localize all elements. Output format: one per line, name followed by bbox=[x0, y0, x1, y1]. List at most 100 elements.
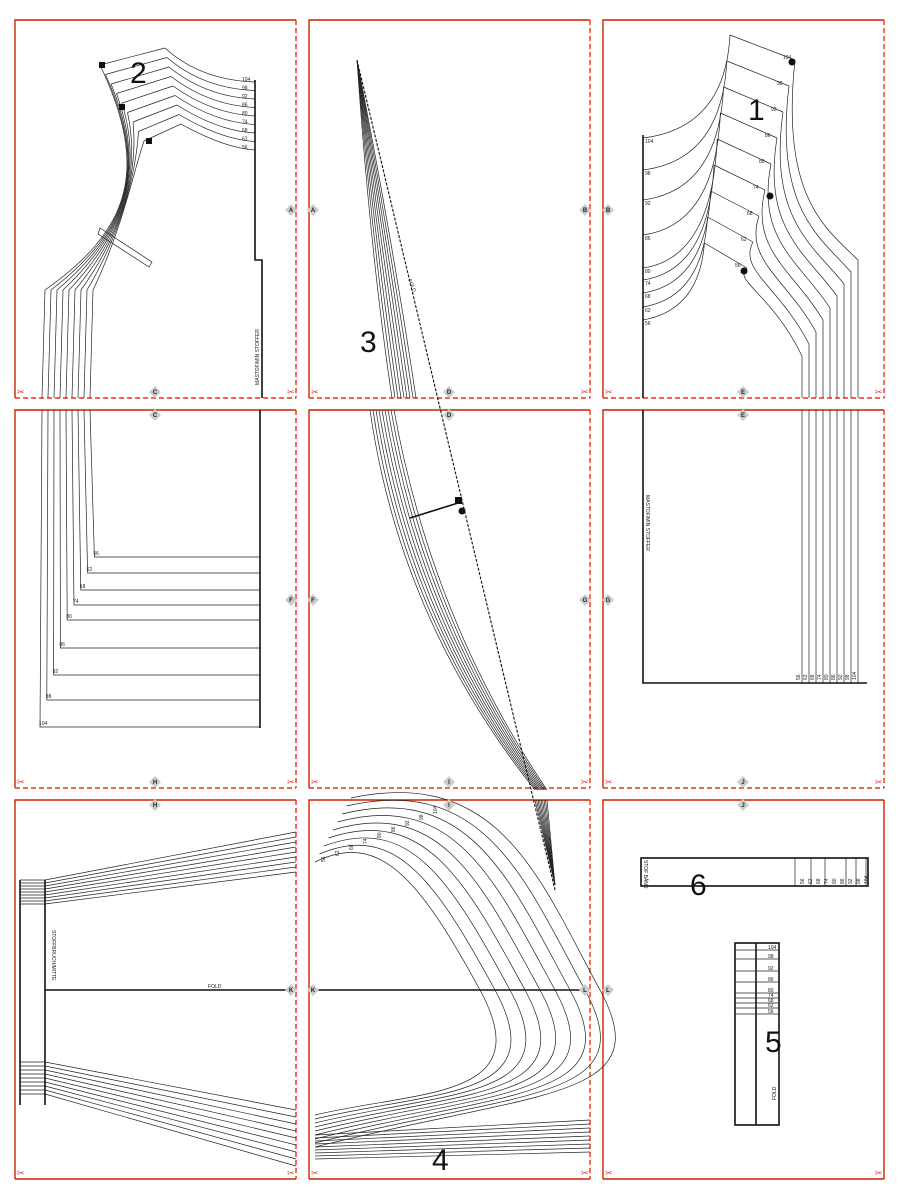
piece-number-6: 6 bbox=[690, 869, 707, 902]
size-label: 62 bbox=[335, 850, 341, 856]
pattern-line bbox=[314, 807, 586, 1140]
pattern-line bbox=[77, 121, 135, 399]
pattern-line bbox=[83, 409, 260, 574]
pattern-line bbox=[779, 111, 845, 398]
pattern-line bbox=[369, 409, 536, 791]
page-marker bbox=[443, 799, 455, 811]
page-border-solid bbox=[602, 799, 884, 1179]
page-marker bbox=[579, 594, 591, 606]
page-marker bbox=[149, 386, 161, 398]
size-label: 74 bbox=[817, 674, 823, 680]
page-marker-label: F bbox=[289, 598, 293, 604]
pattern-line bbox=[642, 86, 724, 201]
size-label: 92 bbox=[405, 820, 411, 826]
pattern-line bbox=[314, 844, 512, 1120]
size-label: 56 bbox=[735, 263, 741, 269]
pattern-line bbox=[121, 85, 174, 104]
pattern-line bbox=[642, 34, 731, 139]
piece6-outline bbox=[640, 857, 869, 887]
pattern-line bbox=[105, 57, 168, 75]
pattern-line bbox=[314, 852, 497, 1116]
page-marker-label: B bbox=[583, 208, 588, 214]
notch-square bbox=[119, 104, 125, 110]
pattern-line bbox=[178, 114, 256, 142]
pattern-line bbox=[642, 216, 708, 308]
size-label: 74 bbox=[242, 120, 248, 126]
size-label: 80 bbox=[645, 269, 651, 275]
pattern-line bbox=[132, 104, 178, 123]
page-marker-label: J bbox=[741, 803, 744, 809]
pattern-line bbox=[20, 1085, 297, 1153]
pattern-line bbox=[390, 409, 546, 791]
pattern-line bbox=[791, 59, 859, 398]
fold-label-piece3: FOLD bbox=[406, 278, 417, 293]
size-label: 74 bbox=[363, 838, 369, 844]
pattern-line bbox=[110, 66, 170, 85]
pattern-line bbox=[176, 104, 256, 134]
page-border-solid bbox=[602, 19, 884, 398]
cut-mark: ✂ bbox=[311, 777, 319, 787]
size-label: 56 bbox=[242, 145, 248, 151]
size-label: 62 bbox=[242, 137, 248, 143]
size-label: 74 bbox=[73, 599, 79, 605]
size-label: 68 bbox=[816, 878, 822, 884]
cut-mark: ✂ bbox=[581, 387, 589, 397]
notch-dot bbox=[766, 192, 774, 200]
pattern-line bbox=[356, 59, 408, 399]
notch-dot bbox=[788, 58, 796, 66]
size-label: 104 bbox=[864, 875, 870, 884]
pattern-line bbox=[20, 1089, 297, 1160]
page-marker bbox=[737, 776, 749, 788]
size-label: 56 bbox=[768, 1009, 774, 1015]
pattern-line bbox=[710, 190, 760, 217]
cut-mark: ✂ bbox=[581, 777, 589, 787]
pattern-line bbox=[704, 242, 748, 269]
size-label: 62 bbox=[803, 674, 809, 680]
pattern-line bbox=[89, 140, 145, 399]
page-border-solid bbox=[308, 409, 590, 788]
size-label: 68 bbox=[349, 844, 355, 850]
pattern-line bbox=[356, 59, 414, 399]
page-border-solid bbox=[14, 799, 296, 1179]
page-marker bbox=[737, 409, 749, 421]
pattern-line bbox=[372, 409, 537, 791]
size-label: 74 bbox=[824, 878, 830, 884]
pattern-line bbox=[53, 83, 129, 399]
pattern-line bbox=[642, 60, 728, 171]
page-marker-label: I bbox=[448, 780, 450, 786]
pattern-line bbox=[314, 1151, 591, 1160]
size-label: 92 bbox=[53, 669, 59, 675]
pattern-line bbox=[314, 1147, 591, 1157]
pattern-line bbox=[314, 1127, 591, 1142]
pattern-line bbox=[89, 409, 260, 558]
piece-number-5: 5 bbox=[765, 1026, 782, 1059]
pattern-line bbox=[356, 59, 405, 399]
size-label: 98 bbox=[419, 814, 425, 820]
size-label: 80 bbox=[242, 111, 248, 117]
page-marker-label: K bbox=[311, 988, 316, 994]
pattern-line bbox=[384, 409, 543, 791]
page-marker bbox=[602, 594, 614, 606]
size-label: 80 bbox=[759, 159, 765, 165]
cut-mark: ✂ bbox=[605, 387, 613, 397]
pattern-line bbox=[713, 164, 766, 191]
size-label: 98 bbox=[242, 86, 248, 92]
page-tiles: ✂✂✂✂✂✂✂✂✂✂✂✂✂✂✂✂✂✂ bbox=[14, 19, 885, 1180]
pattern-line bbox=[65, 102, 131, 399]
pattern-line bbox=[170, 76, 256, 108]
pattern-line bbox=[59, 409, 260, 649]
pattern-line bbox=[65, 409, 260, 621]
size-label: 62 bbox=[768, 1003, 774, 1009]
page-marker bbox=[307, 204, 319, 216]
size-label: 98 bbox=[856, 878, 862, 884]
size-label: 86 bbox=[645, 236, 651, 242]
page-marker-label: D bbox=[447, 390, 452, 396]
piece5-outline bbox=[734, 942, 780, 1126]
size-label: 68 bbox=[80, 584, 86, 590]
pattern-line bbox=[546, 799, 556, 886]
size-label: 104 bbox=[645, 139, 654, 145]
pattern-line bbox=[726, 60, 790, 87]
pattern-line bbox=[47, 74, 128, 399]
